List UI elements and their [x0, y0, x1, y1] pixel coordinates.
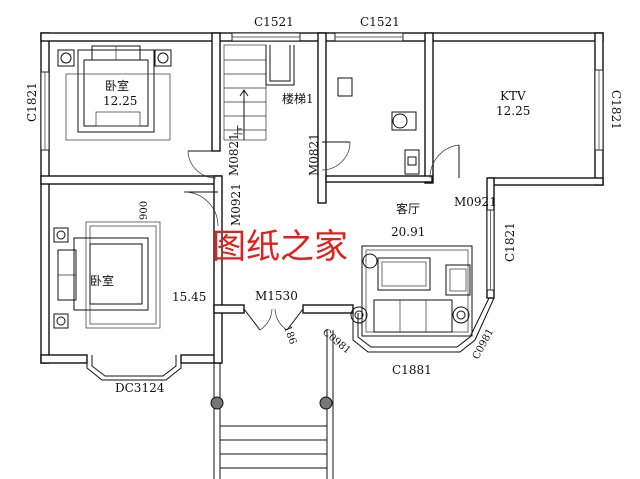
- living-name: 客厅: [396, 201, 420, 216]
- doors: [183, 141, 460, 331]
- ktv-room: KTV 12.25: [496, 89, 530, 118]
- bedroom-1: 卧室 12.25: [57, 45, 172, 141]
- win-left-label: C1821: [25, 82, 39, 122]
- bedroom2-area: 15.45: [172, 290, 206, 304]
- door-m1530: M1530: [255, 289, 298, 303]
- ktv-name: KTV: [500, 89, 526, 103]
- win-c0981-left: C0981: [320, 327, 352, 357]
- living-room: 客厅 20.91: [350, 201, 473, 337]
- win-top-1-label: C1521: [254, 15, 294, 29]
- bedroom1-name: 卧室: [105, 78, 129, 93]
- stairwell: 上 楼梯1: [223, 44, 314, 141]
- windows: [40, 32, 604, 381]
- win-c0981-right: C0981: [471, 327, 496, 361]
- bedroom2-name: 卧室: [90, 273, 114, 288]
- interior-walls: [40, 32, 434, 364]
- entry-tag: 186: [281, 324, 298, 346]
- porch: [210, 330, 334, 479]
- win-right-mid-label: C1821: [503, 222, 517, 262]
- door-m0921-b: M0921: [454, 195, 497, 209]
- bedroom1-area: 12.25: [103, 94, 137, 108]
- stair-name: 楼梯1: [282, 91, 314, 106]
- living-area: 20.91: [391, 225, 425, 239]
- door-m0821-b: M0821: [307, 133, 321, 176]
- win-right-top-label: C1821: [609, 90, 623, 130]
- dim-900: 900: [139, 201, 150, 220]
- bathroom: [337, 77, 420, 175]
- door-m0921-a: M0921: [229, 183, 243, 226]
- door-m0821-a: M0821: [227, 133, 241, 176]
- bay-win-left-label: DC3124: [115, 381, 165, 395]
- ktv-area: 12.25: [496, 104, 530, 118]
- watermark-text: 图纸之家: [212, 227, 348, 267]
- win-top-2-label: C1521: [360, 15, 400, 29]
- bedroom-2: 卧室 15.45 900: [53, 201, 206, 329]
- win-bottom-label: C1881: [392, 363, 432, 377]
- stair-up: 上: [233, 125, 243, 137]
